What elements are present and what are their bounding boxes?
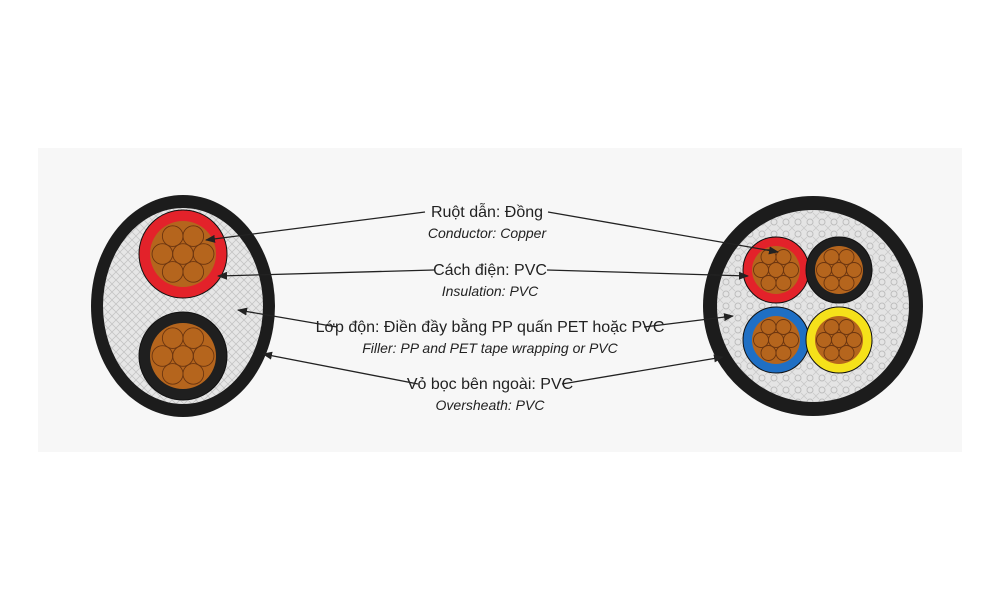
label-conductor-en: Conductor: Copper xyxy=(427,225,547,241)
label-filler: Lớp độn: Điền đầy bằng PP quấn PET hoặc … xyxy=(290,318,690,358)
copper-strand xyxy=(823,345,840,361)
label-insulation-vn: Cách điện: PVC xyxy=(433,262,547,279)
label-insulation: Cách điện: PVC Insulation: PVC xyxy=(290,261,690,301)
copper-strand xyxy=(151,243,174,265)
copper-strand xyxy=(161,363,184,385)
copper-strand xyxy=(753,262,769,278)
copper-strand xyxy=(775,319,792,335)
leader-insulation-left xyxy=(217,269,435,280)
copper-strand xyxy=(182,327,205,349)
four-core-cable xyxy=(703,196,923,416)
label-conductor: Ruột dẫn: Đồng Conductor: Copper xyxy=(287,203,687,243)
copper-strand xyxy=(838,249,855,265)
leader-lines xyxy=(205,211,779,385)
copper-strand xyxy=(151,345,174,367)
leader-filler-right xyxy=(643,313,734,328)
copper-strand xyxy=(753,332,769,348)
leader-oversheath-right xyxy=(561,354,724,385)
copper-conductor xyxy=(752,316,800,364)
copper-strand xyxy=(192,345,215,367)
leader-insulation-right xyxy=(546,269,749,280)
copper-strand xyxy=(182,225,205,247)
core-red xyxy=(742,236,810,304)
label-oversheath-vn: Vỏ bọc bên ngoài: PVC xyxy=(406,376,574,393)
copper-strand xyxy=(823,275,840,291)
label-insulation-en: Insulation: PVC xyxy=(441,283,539,299)
copper-strand xyxy=(846,332,862,348)
core-red xyxy=(138,209,228,299)
copper-strand xyxy=(783,332,799,348)
label-filler-vn: Lớp độn: Điền đầy bằng PP quấn PET hoặc … xyxy=(315,319,665,336)
copper-strand xyxy=(760,275,777,291)
copper-strand xyxy=(161,261,184,283)
copper-strand xyxy=(838,319,855,335)
two-core-cable xyxy=(91,195,275,417)
core-blue xyxy=(742,306,810,374)
label-filler-en: Filler: PP and PET tape wrapping or PVC xyxy=(362,340,618,356)
core-black xyxy=(805,236,873,304)
leader-oversheath-left xyxy=(262,351,419,385)
label-conductor-vn: Ruột dẫn: Đồng xyxy=(430,204,544,221)
label-oversheath-en: Oversheath: PVC xyxy=(435,397,545,413)
copper-conductor xyxy=(815,316,863,364)
copper-conductor xyxy=(150,221,216,287)
copper-conductor xyxy=(752,246,800,294)
core-yellow xyxy=(805,306,873,374)
copper-strand xyxy=(775,249,792,265)
filler-area xyxy=(717,210,909,402)
leader-conductor-right xyxy=(547,211,779,255)
copper-conductor xyxy=(150,323,216,389)
label-oversheath: Vỏ bọc bên ngoài: PVC Oversheath: PVC xyxy=(290,375,690,415)
copper-strand xyxy=(192,243,215,265)
copper-conductor xyxy=(815,246,863,294)
leader-filler-left xyxy=(237,307,338,328)
copper-strand xyxy=(783,262,799,278)
copper-strand xyxy=(760,345,777,361)
copper-strand xyxy=(816,262,832,278)
copper-strand xyxy=(846,262,862,278)
core-black xyxy=(138,311,228,401)
copper-strand xyxy=(816,332,832,348)
leader-conductor-left xyxy=(205,211,426,243)
